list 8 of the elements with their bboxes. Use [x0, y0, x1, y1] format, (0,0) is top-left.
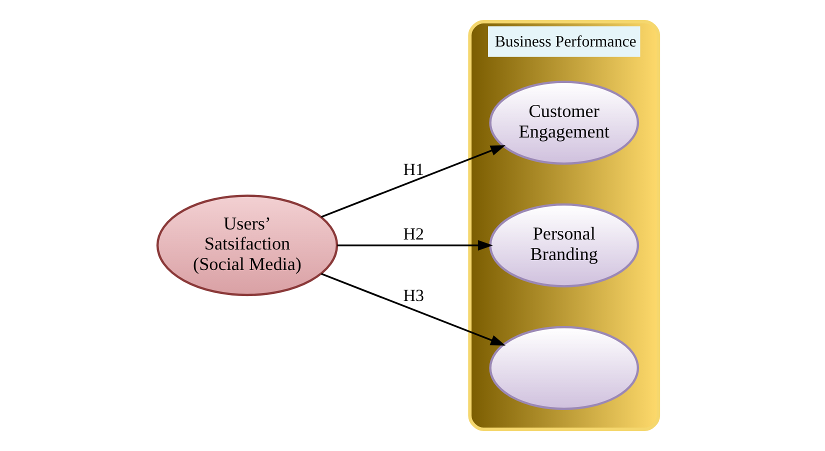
- node-ellipse: Personal Branding: [489, 203, 640, 288]
- edge-label: H1: [403, 160, 424, 179]
- edge-label: H3: [403, 286, 424, 306]
- node-ellipse: Users’ Satsifaction (Social Media): [156, 194, 338, 296]
- edge-label: H2: [403, 224, 424, 244]
- arrow: [337, 240, 493, 251]
- arrow: [321, 145, 506, 218]
- arrow: [321, 272, 506, 346]
